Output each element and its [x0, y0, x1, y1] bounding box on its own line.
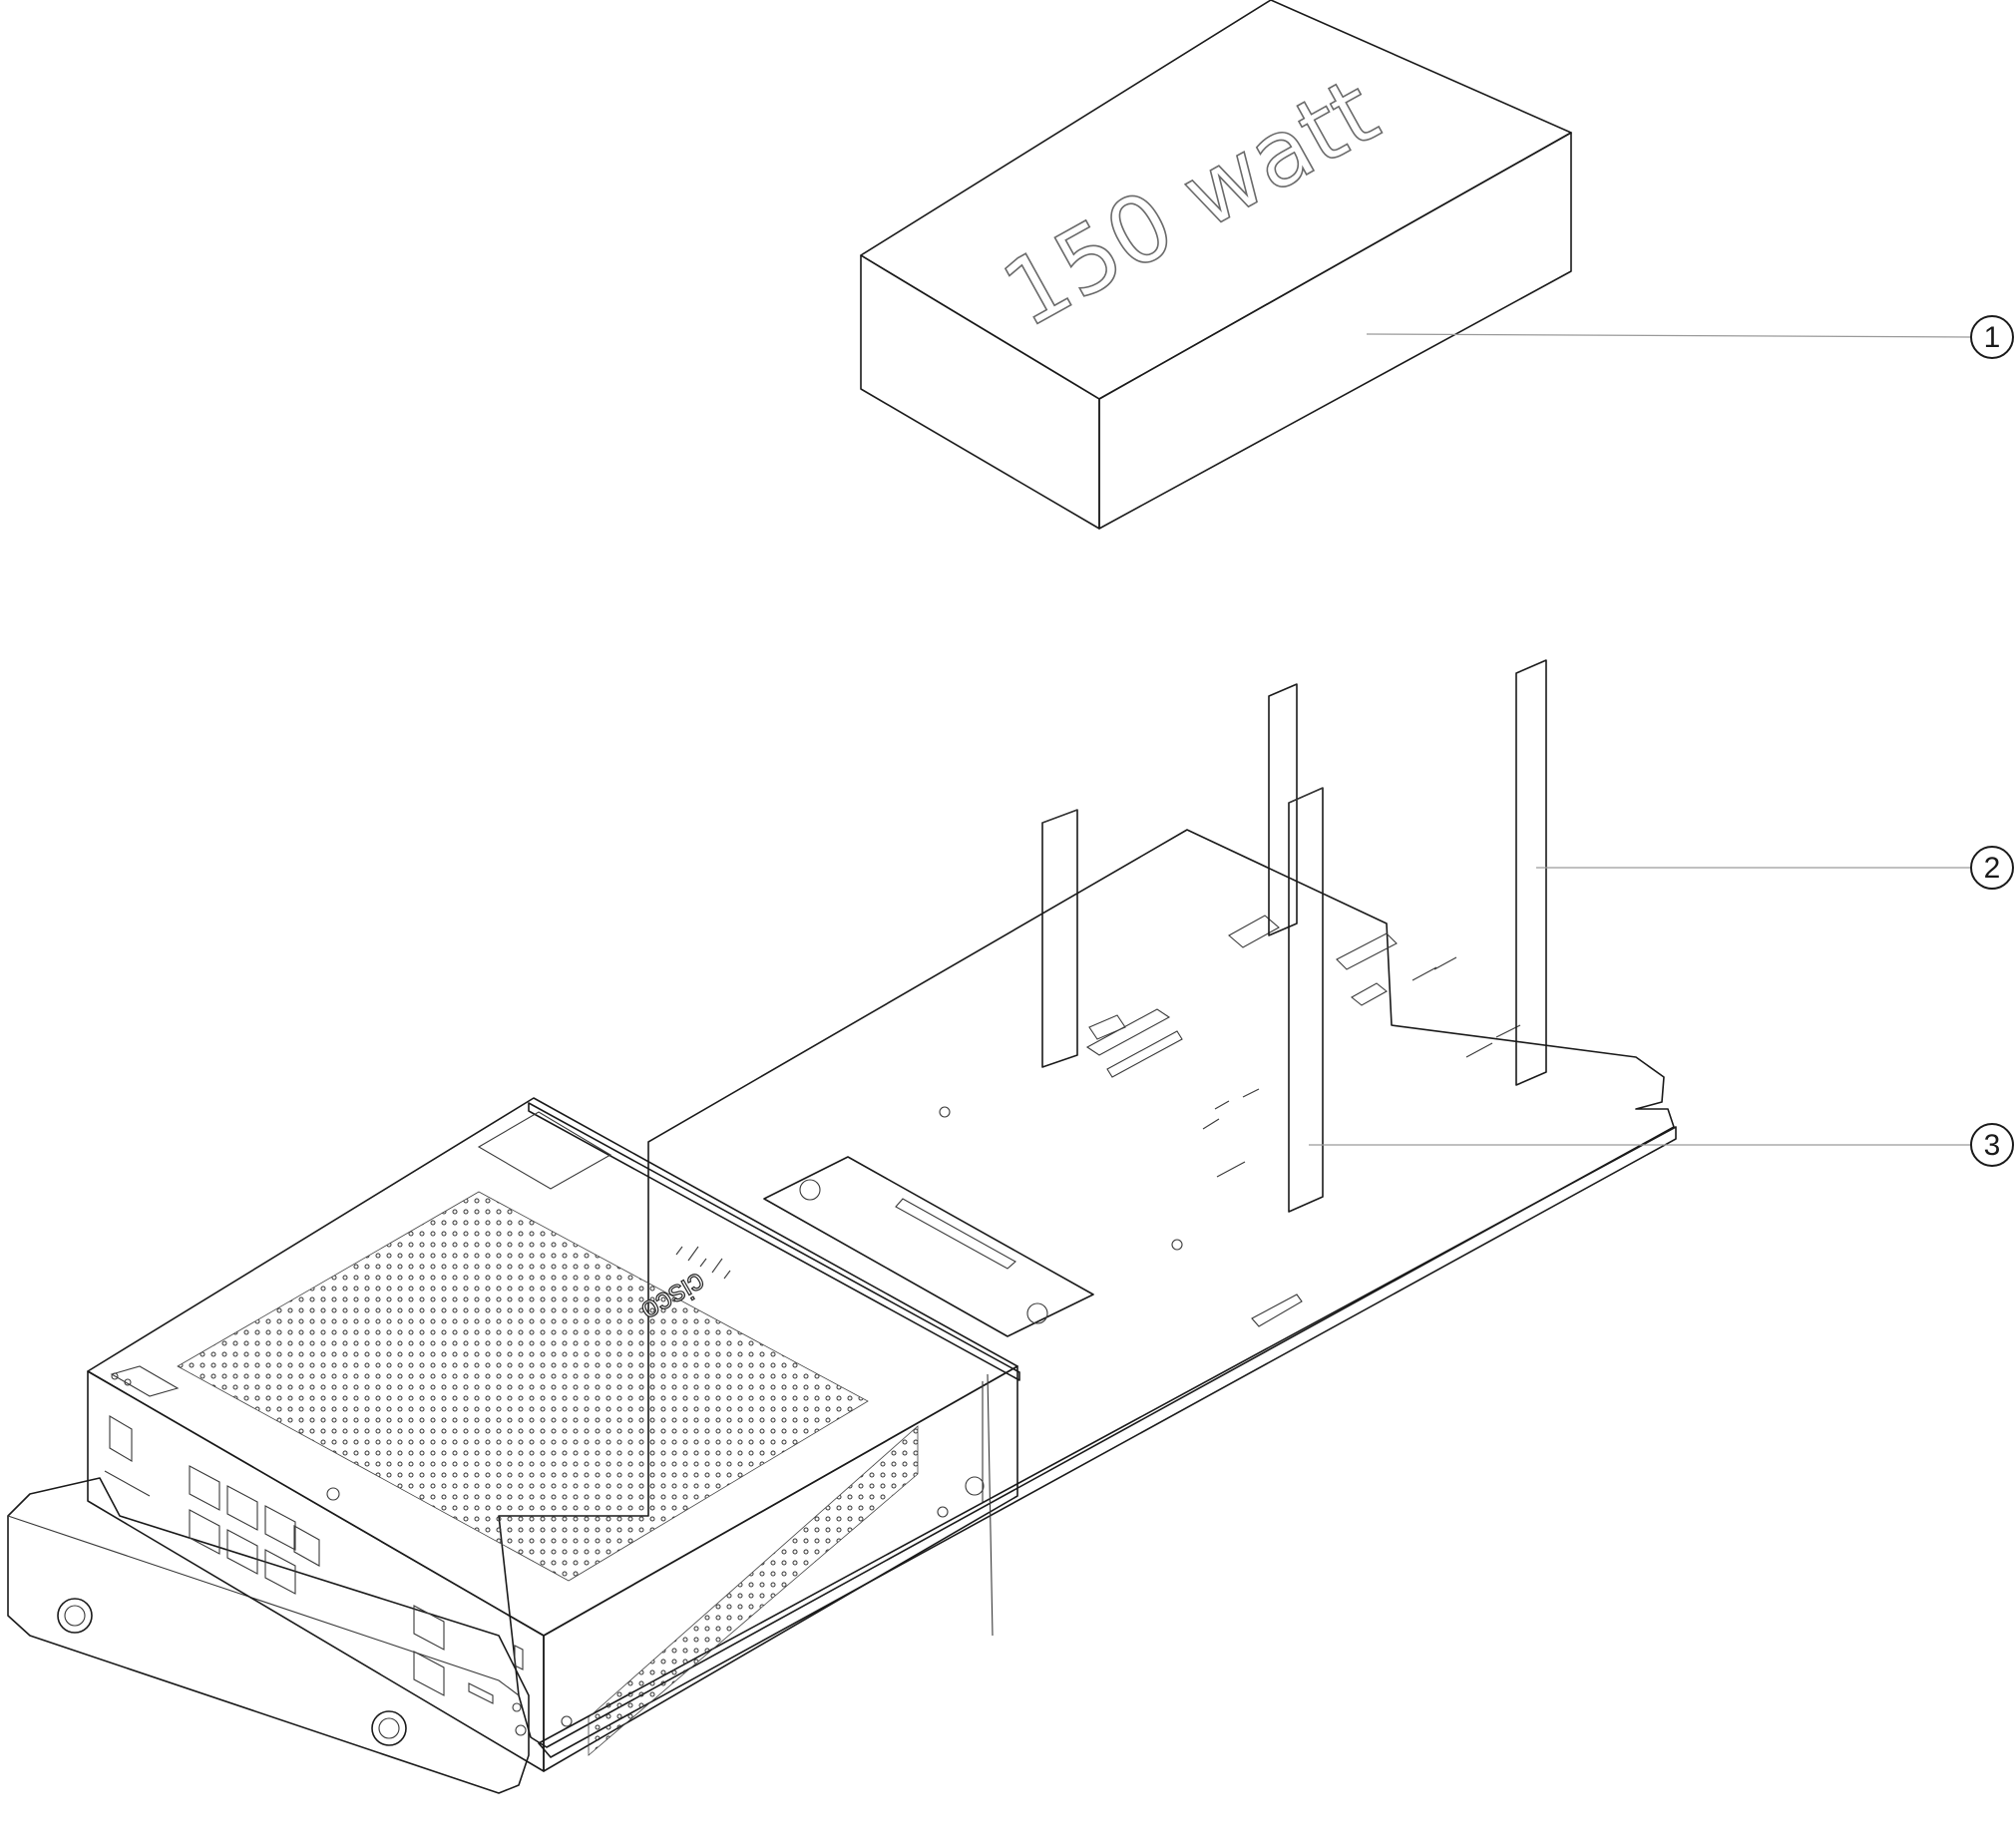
callout-1-label: 1 — [1984, 321, 2001, 354]
front-panel — [104, 1365, 985, 1736]
thumbscrew-left — [57, 1598, 93, 1634]
callout-3: 3 — [1309, 1123, 2014, 1167]
thumbscrew-right — [371, 1710, 407, 1746]
firewall-device: cisco — [87, 1097, 1020, 1772]
cisco-bars-icon — [675, 1246, 731, 1280]
power-supply-brick: 150 watt — [860, 0, 1572, 530]
standoff-posts — [1041, 659, 1547, 1213]
callout-1: 1 — [1366, 315, 2014, 359]
callout-3-label: 3 — [1984, 1129, 2001, 1162]
mounting-tray — [7, 829, 1677, 1794]
callout-2: 2 — [1536, 846, 2014, 890]
callout-2-label: 2 — [1984, 852, 2001, 885]
power-supply-label: 150 watt — [987, 58, 1395, 349]
tray-bracket — [763, 1156, 1094, 1337]
tray-slots — [1085, 915, 1521, 1327]
